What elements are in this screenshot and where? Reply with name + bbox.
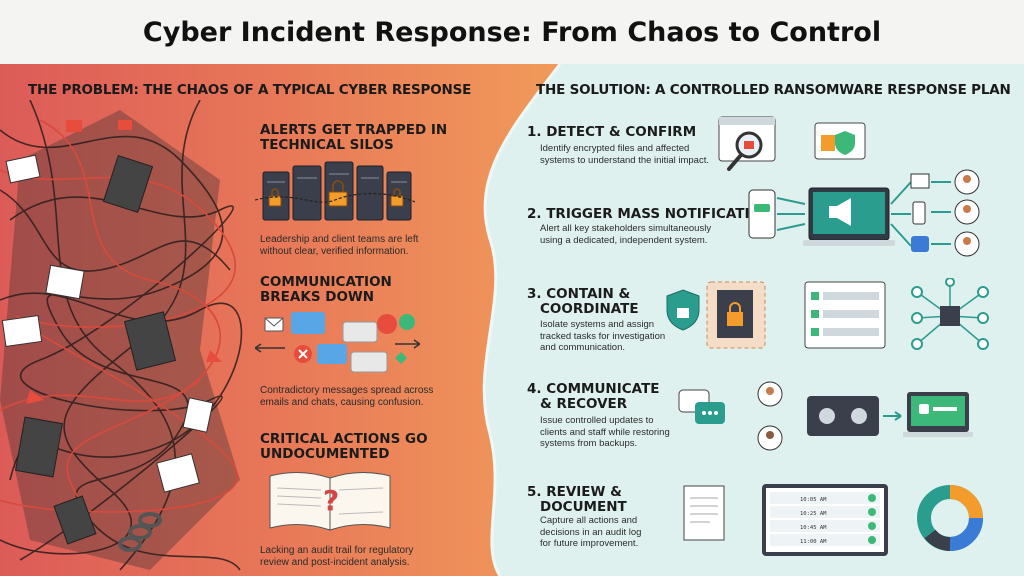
step-2-title-line: 2. TRIGGER MASS NOTIFICATION: [527, 206, 773, 222]
step-5-title: 5. REVIEW & DOCUMENT: [527, 485, 627, 515]
problem-item-1-desc: Leadership and client teams are left wit…: [260, 234, 470, 258]
step-5-title-line: 5. REVIEW &: [527, 484, 622, 500]
megaphone-icon: [837, 198, 851, 226]
step-1-desc-line: Identify encrypted files and affected: [540, 143, 690, 154]
page-title: Cyber Incident Response: From Chaos to C…: [0, 0, 1024, 64]
problem-item-2-title-line: BREAKS DOWN: [260, 289, 375, 305]
step-4-desc: Issue controlled updates to clients and …: [540, 415, 715, 450]
problem-item-3-title: CRITICAL ACTIONS GO UNDOCUMENTED: [260, 432, 460, 462]
phone-icon: [395, 352, 407, 364]
whatsapp-icon: [399, 314, 415, 330]
step-1-desc-line: systems to understand the initial impact…: [540, 154, 709, 166]
solution-heading: THE SOLUTION: A CONTROLLED RANSOMWARE RE…: [536, 82, 1011, 98]
problem-item-3-title-line: UNDOCUMENTED: [260, 446, 390, 462]
log-time: 11:00 AM: [800, 539, 827, 545]
contain-coordinate-illustration: [666, 278, 989, 350]
step-3-desc-line: and communication.: [540, 342, 626, 353]
broken-communication-illustration: [255, 312, 420, 373]
problem-item-1-title-line: TECHNICAL SILOS: [260, 137, 394, 153]
step-1-desc: Identify encrypted files and affected sy…: [540, 143, 715, 166]
problem-item-2-desc-line: Contradictory messages spread across: [260, 385, 434, 396]
network-hub-icon: [940, 306, 960, 326]
problem-item-1-desc-line: without clear, verified information.: [260, 246, 409, 257]
call-icon: [911, 236, 929, 252]
detect-illustration: [718, 116, 866, 171]
step-5-desc: Capture all actions and decisions in an …: [540, 515, 715, 550]
chat-icon: [377, 314, 397, 334]
problem-item-2-desc: Contradictory messages spread across ema…: [260, 385, 470, 409]
step-4-title-line: & RECOVER: [540, 396, 628, 412]
mobile-icon: [912, 201, 926, 225]
step-4-desc-line: clients and staff while restoring: [540, 426, 670, 438]
server-silos-illustration: [255, 161, 415, 221]
blank-audit-book-illustration: ?: [269, 472, 391, 531]
step-4-desc-line: Issue controlled updates to: [540, 415, 654, 426]
problem-item-2-desc-line: emails and chats, causing confusion.: [260, 397, 424, 408]
step-4-title-line: 4. COMMUNICATE: [527, 381, 660, 397]
problem-item-1-desc-line: Leadership and client teams are left: [260, 234, 419, 245]
step-5-desc-line: for future improvement.: [540, 538, 639, 549]
mass-notification-illustration: [748, 169, 980, 257]
step-3-title: 3. CONTAIN & COORDINATE: [527, 287, 639, 317]
donut-chart-icon: [917, 485, 983, 551]
problem-item-3-desc-line: review and post-incident analysis.: [260, 557, 410, 568]
problem-item-3-desc-line: Lacking an audit trail for regulatory: [260, 545, 414, 556]
problem-item-1-title-line: ALERTS GET TRAPPED IN: [260, 122, 448, 138]
problem-item-1-title: ALERTS GET TRAPPED IN TECHNICAL SILOS: [260, 123, 460, 153]
communicate-recover-illustration: [678, 381, 973, 451]
problem-item-3-desc: Lacking an audit trail for regulatory re…: [260, 545, 470, 569]
step-3-desc: Isolate systems and assign tracked tasks…: [540, 319, 715, 354]
check-icon: [919, 404, 929, 414]
problem-item-3-title-line: CRITICAL ACTIONS GO: [260, 431, 428, 447]
step-2-title: 2. TRIGGER MASS NOTIFICATION: [527, 207, 772, 222]
log-time: 10:45 AM: [800, 525, 827, 531]
log-time: 10:05 AM: [800, 497, 827, 503]
review-document-illustration: 10:05 AM 10:25 AM 10:45 AM 11:00 AM: [683, 484, 983, 556]
step-2-desc-line: Alert all key stakeholders simultaneousl…: [540, 223, 712, 234]
step-4-title: 4. COMMUNICATE & RECOVER: [527, 382, 660, 412]
step-5-desc-line: decisions in an audit log: [540, 526, 642, 538]
step-5-desc-line: Capture all actions and: [540, 515, 638, 526]
step-1-title-line: 1. DETECT & CONFIRM: [527, 124, 697, 140]
problem-item-2-title: COMMUNICATION BREAKS DOWN: [260, 275, 460, 305]
email-icon: [264, 317, 284, 332]
step-3-title-line: 3. CONTAIN &: [527, 286, 631, 302]
problem-heading: THE PROBLEM: THE CHAOS OF A TYPICAL CYBE…: [28, 82, 472, 98]
question-mark-icon: ?: [323, 484, 339, 517]
step-2-desc: Alert all key stakeholders simultaneousl…: [540, 223, 715, 246]
lock-file-icon: [821, 135, 835, 151]
document-icon: [683, 485, 725, 541]
step-1-title: 1. DETECT & CONFIRM: [527, 125, 696, 140]
email-icon: [910, 173, 930, 189]
step-4-desc-line: systems from backups.: [540, 438, 638, 449]
step-3-desc-line: Isolate systems and assign: [540, 319, 655, 330]
step-3-desc-line: tracked tasks for investigation: [540, 330, 666, 342]
step-5-title-line: DOCUMENT: [540, 499, 627, 515]
log-time: 10:25 AM: [800, 511, 827, 517]
step-2-desc-line: using a dedicated, independent system.: [540, 234, 708, 246]
backup-tape-icon: [807, 396, 879, 436]
problem-item-2-title-line: COMMUNICATION: [260, 274, 392, 290]
chaos-tangle-illustration: [0, 100, 243, 571]
shield-check-icon: [835, 131, 855, 155]
phone-icon: [748, 189, 776, 239]
lock-icon: [727, 312, 743, 326]
step-3-title-line: COORDINATE: [540, 301, 639, 317]
